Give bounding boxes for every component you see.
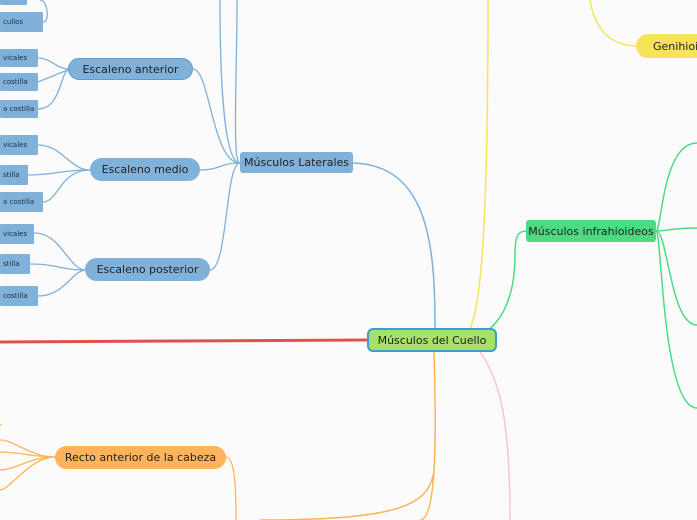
leaf-posterior-segunda-costilla[interactable]: costilla — [0, 286, 38, 306]
genihioideo-branch-line — [589, 0, 637, 47]
leaf-anterior-cervicales[interactable]: vicales — [0, 49, 38, 67]
musculos-infrahioideos-node[interactable]: Músculos infrahioideos — [526, 220, 656, 242]
blue-branch-line — [352, 162, 436, 329]
lateral-sub-lines — [27, 0, 241, 297]
yellow-branch-line — [461, 0, 489, 341]
recto-connector — [225, 456, 237, 520]
musculos-laterales-node[interactable]: Músculos Laterales — [240, 152, 353, 173]
recto-anterior-cabeza-node[interactable]: Recto anterior de la cabeza — [55, 446, 226, 469]
green-branch-line — [469, 230, 527, 341]
leaf-posterior-costilla[interactable]: stilla — [0, 254, 30, 274]
infrahioideos-sub-lines — [655, 142, 697, 409]
leaf-anterior-primera-costilla[interactable]: a costilla — [0, 100, 38, 118]
red-branch-line — [0, 338, 368, 344]
pink-branch-line — [479, 351, 511, 520]
escaleno-medio-node[interactable]: Escaleno medio — [90, 158, 200, 181]
leaf-top-truncated-a[interactable] — [0, 0, 27, 5]
leaf-anterior-costilla[interactable]: costilla — [0, 73, 38, 91]
orange-branch-line — [419, 351, 436, 520]
escaleno-posterior-node[interactable]: Escaleno posterior — [85, 258, 210, 281]
leaf-top-musculos[interactable]: cullos — [0, 12, 43, 32]
leaf-medio-cervicales[interactable]: vicales — [0, 135, 38, 155]
musculos-del-cuello-center-node[interactable]: Músculos del Cuello — [367, 328, 497, 352]
genihioideo-node[interactable]: Genihioid — [636, 34, 697, 58]
leaf-posterior-cervicales[interactable]: vicales — [0, 224, 34, 244]
escaleno-anterior-node[interactable]: Escaleno anterior — [68, 58, 193, 80]
leaf-medio-costilla[interactable]: stilla — [0, 165, 28, 185]
recto-sub-lines — [0, 424, 56, 491]
orange-lower-line — [259, 469, 435, 520]
leaf-medio-primera-costilla[interactable]: a costilla — [0, 192, 43, 212]
